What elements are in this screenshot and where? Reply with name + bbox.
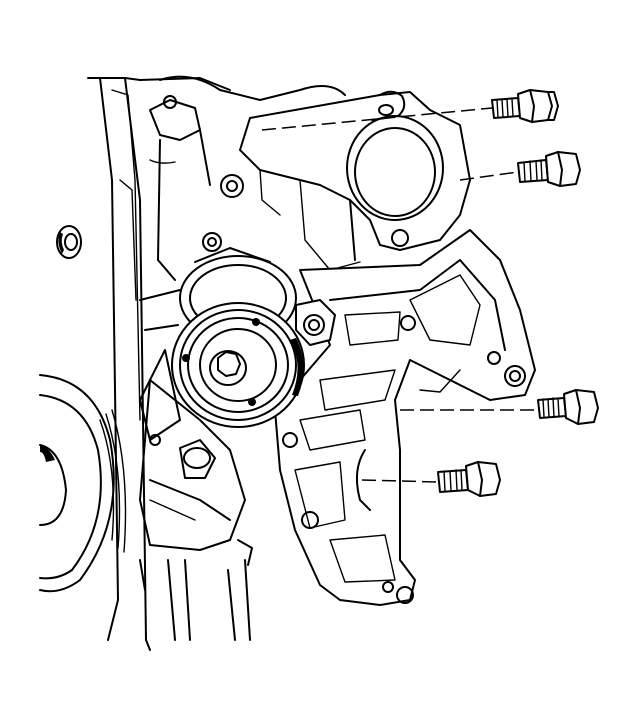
upper-bracket — [239, 90, 471, 271]
tensioner-arm — [295, 299, 336, 346]
water-pump-housing — [139, 379, 253, 591]
grommet — [56, 225, 82, 259]
crankshaft-pulley — [39, 374, 127, 593]
engine-front-cover — [87, 77, 251, 651]
bolt-lower-1 — [537, 389, 599, 425]
bolt-upper-1 — [491, 89, 559, 123]
idler-pulley — [171, 302, 305, 428]
main-mounting-bracket — [274, 229, 536, 606]
bolt-lower-2 — [437, 461, 501, 497]
alignment-lines — [261, 107, 538, 483]
timing-cover — [139, 75, 346, 441]
bolt-upper-2 — [517, 151, 581, 187]
